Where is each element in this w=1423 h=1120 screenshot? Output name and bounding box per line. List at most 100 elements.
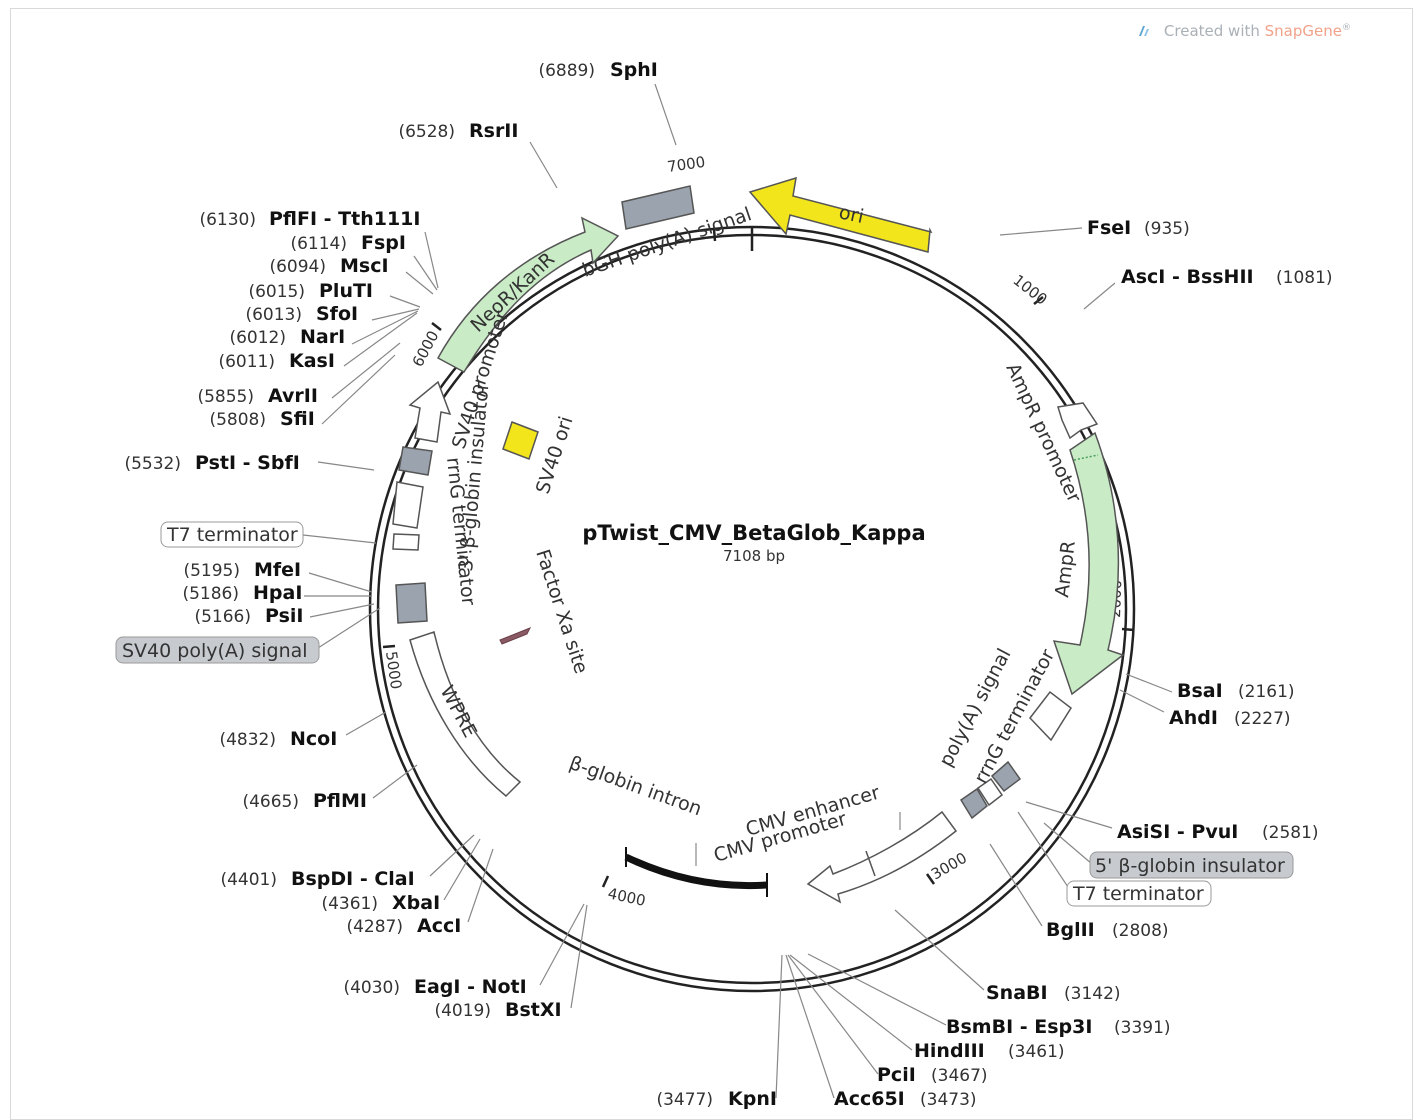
bgh-polya-feature[interactable] (621, 185, 695, 230)
site-labels-left: (6889) SphI (6528) RsrII (6130) PflFI - … (124, 59, 776, 1110)
site-pos-psii: (5166) (194, 607, 251, 627)
site-psti[interactable]: PstI - SbfI (195, 452, 300, 474)
site-bglii[interactable]: BglII (1046, 919, 1095, 941)
plasmid-name: pTwist_CMV_BetaGlob_Kappa (582, 521, 925, 545)
ampr-start-mark (1073, 454, 1099, 461)
site-sfoi[interactable]: SfoI (316, 303, 358, 325)
site-pos-kasi: (6011) (218, 352, 275, 372)
site-snabi[interactable]: SnaBI (986, 982, 1048, 1004)
site-bspdi[interactable]: BspDI - ClaI (291, 868, 415, 890)
site-bstxi[interactable]: BstXI (505, 999, 562, 1021)
beta-globin-intron-label: β-globin intron (566, 752, 704, 820)
site-labels-right: FseI (935) AscI - BssHII (1081) BsaI (21… (834, 217, 1333, 1110)
sv40-promoter-arrow[interactable] (408, 380, 452, 443)
tick-3000 (925, 873, 936, 885)
sv40-polya-feature[interactable] (395, 582, 428, 624)
site-xbai[interactable]: XbaI (392, 892, 440, 914)
site-asci[interactable]: AscI - BssHII (1121, 266, 1254, 288)
site-mfei[interactable]: MfeI (254, 559, 301, 581)
site-pos-acc65i: (3473) (920, 1090, 977, 1110)
tick-4000 (601, 875, 610, 888)
snapgene-watermark: Created with SnapGene® (1137, 22, 1351, 40)
site-fspi[interactable]: FspI (361, 232, 406, 254)
site-leader-lines (302, 83, 1173, 1099)
site-pos-acci: (4287) (346, 917, 403, 937)
site-eagi[interactable]: EagI - NotI (414, 976, 527, 998)
tick-label-7000: 7000 (666, 153, 706, 176)
site-bsai[interactable]: BsaI (1177, 680, 1223, 702)
beta-globin-intron-feature[interactable] (624, 853, 768, 890)
site-pos-pcii: (3467) (931, 1066, 988, 1086)
polya-feature[interactable] (990, 760, 1022, 793)
site-pos-nari: (6012) (229, 328, 286, 348)
site-pos-avrii: (5855) (197, 387, 254, 407)
site-fsei[interactable]: FseI (1087, 217, 1131, 239)
tick-7000 (712, 228, 717, 242)
watermark-mark: ® (1342, 23, 1351, 33)
tick-label-6000: 6000 (409, 328, 443, 370)
site-msci[interactable]: MscI (340, 255, 389, 277)
rrng-left-feature[interactable] (392, 481, 424, 529)
site-ncoi[interactable]: NcoI (290, 728, 337, 750)
site-pos-bglii: (2808) (1112, 921, 1169, 941)
site-ahdi[interactable]: AhdI (1169, 707, 1218, 729)
site-kasi[interactable]: KasI (289, 350, 335, 372)
ampr-promoter-arrow[interactable] (1057, 402, 1099, 440)
beta5-insulator-feature[interactable] (959, 787, 988, 820)
sv40-polya-label[interactable]: SV40 poly(A) signal (122, 640, 308, 662)
ampr-arrow[interactable] (1052, 431, 1125, 696)
site-acc65i[interactable]: Acc65I (834, 1088, 905, 1110)
site-pos-fsei: (935) (1144, 219, 1190, 239)
site-psii[interactable]: PsiI (265, 605, 303, 627)
site-pluti[interactable]: PluTI (319, 280, 373, 302)
sv40-ori-label: SV40 ori (532, 414, 578, 497)
neor-kanr-arrow[interactable] (436, 216, 620, 373)
site-sphi[interactable]: SphI (610, 59, 658, 81)
wpre-feature[interactable] (409, 631, 522, 798)
site-pos-rsrii: (6528) (398, 122, 455, 142)
site-avrii[interactable]: AvrII (268, 385, 318, 407)
tick-label-5000: 5000 (382, 650, 405, 690)
site-asisi[interactable]: AsiSI - PvuI (1117, 821, 1238, 843)
snapgene-logo-icon (1139, 26, 1150, 36)
t7-right-label[interactable]: T7 terminator (1072, 883, 1204, 905)
site-pflfi[interactable]: PflFI - Tth111I (269, 208, 420, 230)
site-pflmi[interactable]: PflMI (313, 790, 367, 812)
sv40-ori-feature[interactable] (502, 421, 539, 460)
beta5-insulator-label[interactable]: 5' β-globin insulator (1095, 855, 1285, 877)
t7-right-feature[interactable] (976, 777, 1004, 807)
site-pos-mfei: (5195) (183, 561, 240, 581)
factor-xa-label: Factor Xa site (531, 547, 592, 677)
site-pos-psti: (5532) (124, 454, 181, 474)
site-kpni[interactable]: KpnI (728, 1088, 777, 1110)
t7-left-label[interactable]: T7 terminator (166, 524, 298, 546)
site-hindiii[interactable]: HindIII (914, 1040, 985, 1062)
site-nari[interactable]: NarI (300, 326, 345, 348)
rrng-right-feature[interactable] (1029, 690, 1072, 742)
plasmid-size: 7108 bp (723, 547, 785, 565)
site-pos-asisi: (2581) (1262, 823, 1319, 843)
site-sfii[interactable]: SfiI (280, 408, 315, 430)
scale-ticks (382, 227, 1135, 888)
site-rsrii[interactable]: RsrII (469, 120, 518, 142)
site-pos-pluti: (6015) (248, 282, 305, 302)
site-pos-ncoi: (4832) (219, 730, 276, 750)
factor-xa-feature[interactable] (499, 627, 532, 645)
t7-left-feature[interactable] (392, 533, 420, 551)
ori-arrow[interactable] (748, 176, 933, 253)
ori-label: ori (837, 201, 866, 228)
tick-2000 (1121, 627, 1135, 632)
site-acci[interactable]: AccI (417, 915, 461, 937)
cmv-enhancer-promoter-arrow[interactable] (806, 810, 958, 904)
tick-6000 (431, 322, 442, 331)
site-pos-sfoi: (6013) (245, 305, 302, 325)
site-pcii[interactable]: PciI (877, 1064, 916, 1086)
site-pos-bstxi: (4019) (434, 1001, 491, 1021)
tick-1000 (1033, 296, 1044, 305)
beta3-insulator-feature[interactable] (398, 446, 433, 476)
site-bsmbi[interactable]: BsmBI - Esp3I (946, 1016, 1092, 1038)
site-pos-fspi: (6114) (290, 234, 347, 254)
site-hpai[interactable]: HpaI (253, 582, 302, 604)
site-pos-hindiii: (3461) (1008, 1042, 1065, 1062)
